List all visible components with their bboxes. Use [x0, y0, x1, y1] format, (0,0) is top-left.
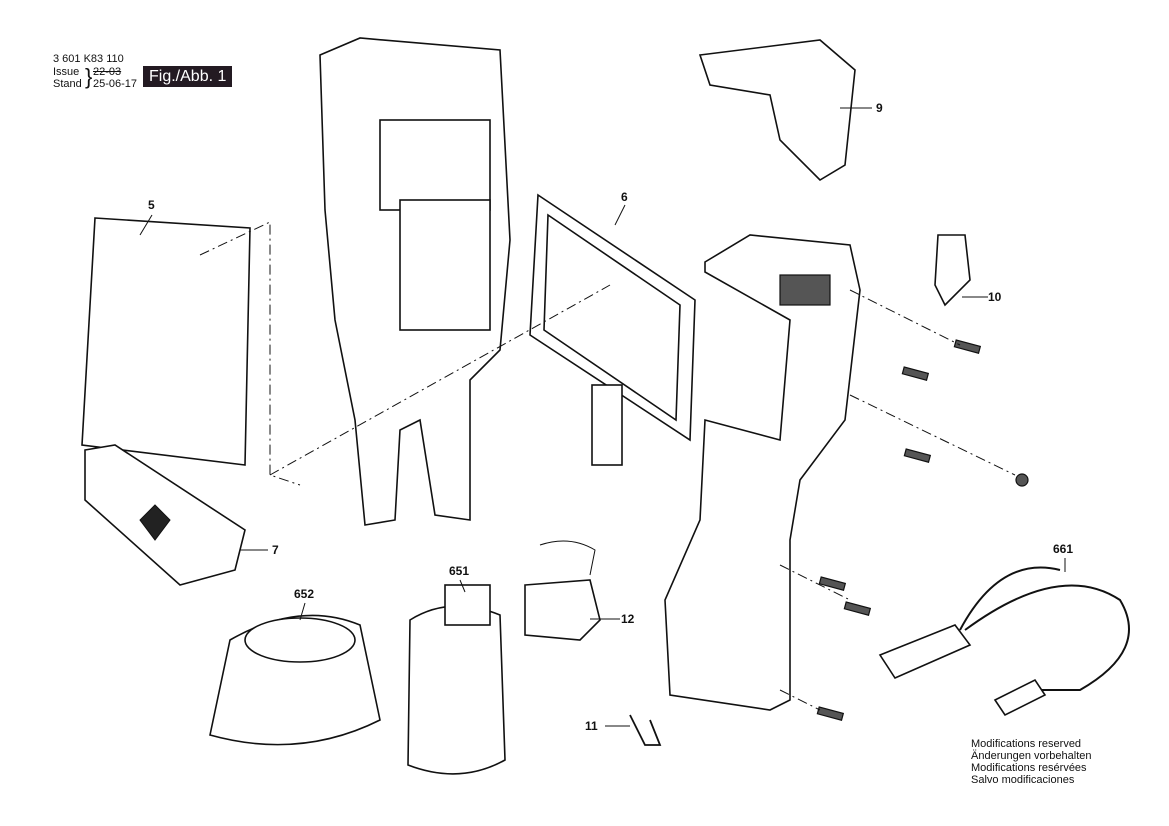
- screws: [816, 339, 1029, 721]
- rear-housing: [664, 234, 861, 711]
- callout-5: 5: [148, 198, 155, 212]
- stand-label: Stand: [53, 78, 82, 90]
- modifications-notice: Modifications reserved Änderungen vorbeh…: [971, 738, 1091, 786]
- assembly-line: [199, 221, 301, 486]
- callout-12: 12: [621, 612, 635, 626]
- leader-652: [299, 602, 306, 621]
- notice-line: Änderungen vorbehalten: [971, 750, 1092, 762]
- rear-housing-grip: [779, 274, 831, 306]
- part-10-clip: [934, 234, 971, 307]
- callout-661: 661: [1053, 542, 1074, 556]
- usb-a-plug: [878, 624, 972, 680]
- display-ribbon: [591, 384, 623, 466]
- callout-6: 6: [621, 190, 628, 204]
- issue-label: Issue: [53, 66, 80, 78]
- notice-line: Salvo modificaciones: [971, 774, 1075, 786]
- part-11-spring-clip: [629, 714, 662, 746]
- leader-651: [459, 579, 466, 593]
- stand-value: 25-06-17: [93, 78, 138, 90]
- callout-9: 9: [876, 101, 883, 115]
- part-651-battery: [407, 605, 506, 775]
- figure-label: Fig./Abb. 1: [143, 66, 233, 87]
- callout-7: 7: [272, 543, 279, 557]
- part-12-battery-contact: [524, 579, 601, 641]
- part-9-bracket: [698, 39, 856, 182]
- part-number: 3 601 K83 110: [53, 53, 124, 65]
- callout-11: 11: [585, 719, 598, 733]
- battery-terminal: [444, 584, 491, 626]
- keypad-center-button: [139, 504, 171, 541]
- front-housing-window: [379, 119, 491, 211]
- brace: }: [85, 64, 93, 89]
- notice-line: Modifications resérvées: [971, 762, 1087, 774]
- part-661-usb-cable: [964, 584, 1130, 691]
- front-housing-cavity: [399, 199, 491, 331]
- callout-10: 10: [988, 290, 1002, 304]
- issue-value: 22-03: [93, 66, 122, 78]
- leader-6: [614, 204, 626, 226]
- callout-652: 652: [294, 587, 315, 601]
- callout-651: 651: [449, 564, 470, 578]
- part-5-display-cover: [81, 217, 251, 466]
- micro-usb-plug: [993, 678, 1047, 717]
- notice-line: Modifications reserved: [971, 738, 1082, 750]
- leader-5: [139, 214, 153, 236]
